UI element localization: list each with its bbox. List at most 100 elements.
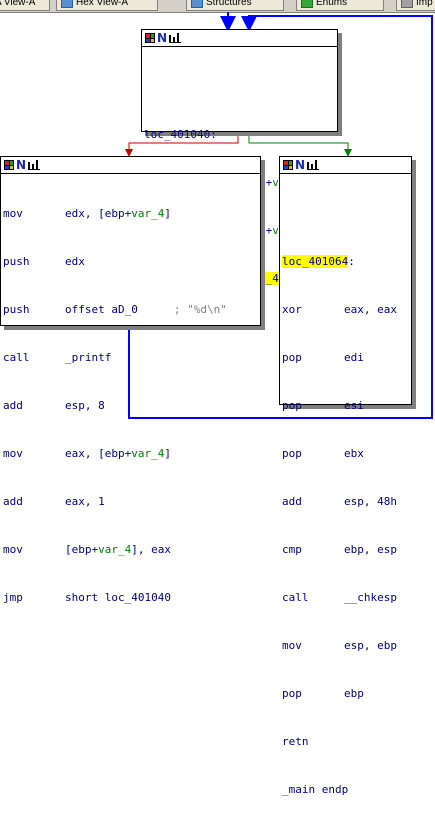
mnemonic: retn (282, 735, 309, 748)
asm-line[interactable]: cmp ebp, esp (282, 542, 409, 558)
asm-line[interactable]: retn (282, 734, 409, 750)
edge-loop-back (128, 15, 433, 419)
mnemonic: pop (282, 447, 302, 460)
rename-n-icon[interactable]: N (157, 31, 168, 45)
asm-label[interactable]: loc_401040: (144, 127, 335, 143)
tab-ida-view[interactable]: A View-A (0, 0, 50, 11)
operand: [ebp+ (65, 543, 99, 556)
operand: edi (344, 351, 364, 364)
asm-line[interactable]: call __chkesp (282, 590, 409, 606)
asm-line[interactable]: pop ebp (282, 686, 409, 702)
label-colon: : (348, 255, 355, 268)
operand: eax, 1 (65, 495, 105, 508)
color-grid-icon[interactable] (145, 33, 155, 43)
operand: esp, 8 (65, 399, 105, 412)
mnemonic: add (3, 399, 23, 412)
asm-line[interactable]: push edx (3, 254, 258, 270)
edge-true-branch (248, 132, 352, 157)
rename-n-icon[interactable]: N (16, 158, 27, 172)
asm-line[interactable]: push offset aD_0 ; "%d\n" (3, 302, 258, 318)
mnemonic: mov (3, 447, 23, 460)
asm-line[interactable]: add eax, 1 (3, 494, 258, 510)
graph-bars-icon[interactable] (307, 160, 319, 170)
operand: ebp, esp (344, 543, 397, 556)
operand: ebp (344, 687, 364, 700)
edge-false-branch (125, 132, 239, 157)
enums-icon (301, 0, 313, 8)
structures-icon (191, 0, 203, 8)
mnemonic: pop (282, 351, 302, 364)
mnemonic: cmp (282, 543, 302, 556)
tab-hex-view[interactable]: Hex View-A (56, 0, 158, 11)
node-loc-401040[interactable]: N loc_401040: movecx, [ebp+var_4] cmpecx… (141, 29, 338, 285)
node-header: N (280, 157, 411, 174)
view-tab-strip: A View-A Hex View-A Structures Enums Imp (0, 0, 435, 13)
tab-label: Structures (206, 0, 252, 8)
tab-label: Enums (316, 0, 348, 8)
operand[interactable]: __chkesp (344, 591, 397, 604)
stack-var[interactable]: var_4 (131, 447, 165, 460)
mnemonic: jmp (3, 591, 23, 604)
stack-var[interactable]: var_4 (131, 207, 165, 220)
operand: esp, 48h (344, 495, 397, 508)
operand[interactable]: short loc_401040 (65, 591, 171, 604)
mnemonic: pop (282, 687, 302, 700)
operand: edx, [ebp+ (65, 207, 132, 220)
asm-line[interactable]: jmp short loc_401040 (3, 590, 258, 606)
asm-line[interactable]: add esp, 8 (3, 398, 258, 414)
operand: eax, [ebp+ (65, 447, 132, 460)
asm-line[interactable]: pop edi (282, 350, 409, 366)
asm-line[interactable]: mov eax, [ebp+var_4] (3, 446, 258, 462)
node-header: N (142, 30, 337, 47)
operand: ebx (344, 447, 364, 460)
color-grid-icon[interactable] (283, 160, 293, 170)
graph-bars-icon[interactable] (28, 160, 40, 170)
operand: edx (65, 255, 85, 268)
tab-label: Imp (416, 0, 433, 8)
endp-text: _main endp (282, 783, 349, 796)
tab-structures[interactable]: Structures (186, 0, 284, 11)
asm-comment: ; "%d\n" (173, 303, 227, 316)
mnemonic: push (3, 255, 30, 268)
mnemonic: pop (282, 399, 302, 412)
tab-imports[interactable]: Imp (396, 0, 435, 11)
graph-edges (125, 12, 433, 419)
graph-bars-icon[interactable] (169, 33, 181, 43)
asm-line[interactable]: mov esp, ebp (282, 638, 409, 654)
mnemonic: call (3, 351, 30, 364)
blank-line (282, 206, 409, 222)
operand: ] (164, 447, 171, 460)
stack-var[interactable]: var_4 (98, 543, 132, 556)
asm-line[interactable]: mov [ebp+var_4], eax (3, 542, 258, 558)
tab-label: Hex View-A (76, 0, 129, 8)
operand: offset aD_0 (65, 303, 138, 316)
mnemonic: add (3, 495, 23, 508)
asm-line[interactable]: call _printf (3, 350, 258, 366)
operand: esp, ebp (344, 639, 397, 652)
color-grid-icon[interactable] (4, 160, 14, 170)
tab-label: A View-A (0, 0, 36, 8)
mnemonic: mov (3, 543, 23, 556)
operand[interactable]: _printf (65, 351, 112, 364)
tab-enums[interactable]: Enums (296, 0, 384, 11)
asm-label[interactable]: loc_401064: (282, 254, 409, 270)
asm-line[interactable]: xor eax, eax (282, 302, 409, 318)
operand: eax, eax (344, 303, 397, 316)
mnemonic: mov (282, 639, 302, 652)
label-text-highlighted[interactable]: loc_401064 (282, 255, 349, 268)
label-text: loc_401040: (144, 128, 217, 141)
asm-line[interactable]: pop ebx (282, 446, 409, 462)
asm-endp[interactable]: _main endp (282, 782, 409, 798)
rename-n-icon[interactable]: N (295, 158, 306, 172)
mnemonic: call (282, 591, 309, 604)
mnemonic: xor (282, 303, 302, 316)
operand: ], eax (131, 543, 171, 556)
mnemonic: push (3, 303, 30, 316)
